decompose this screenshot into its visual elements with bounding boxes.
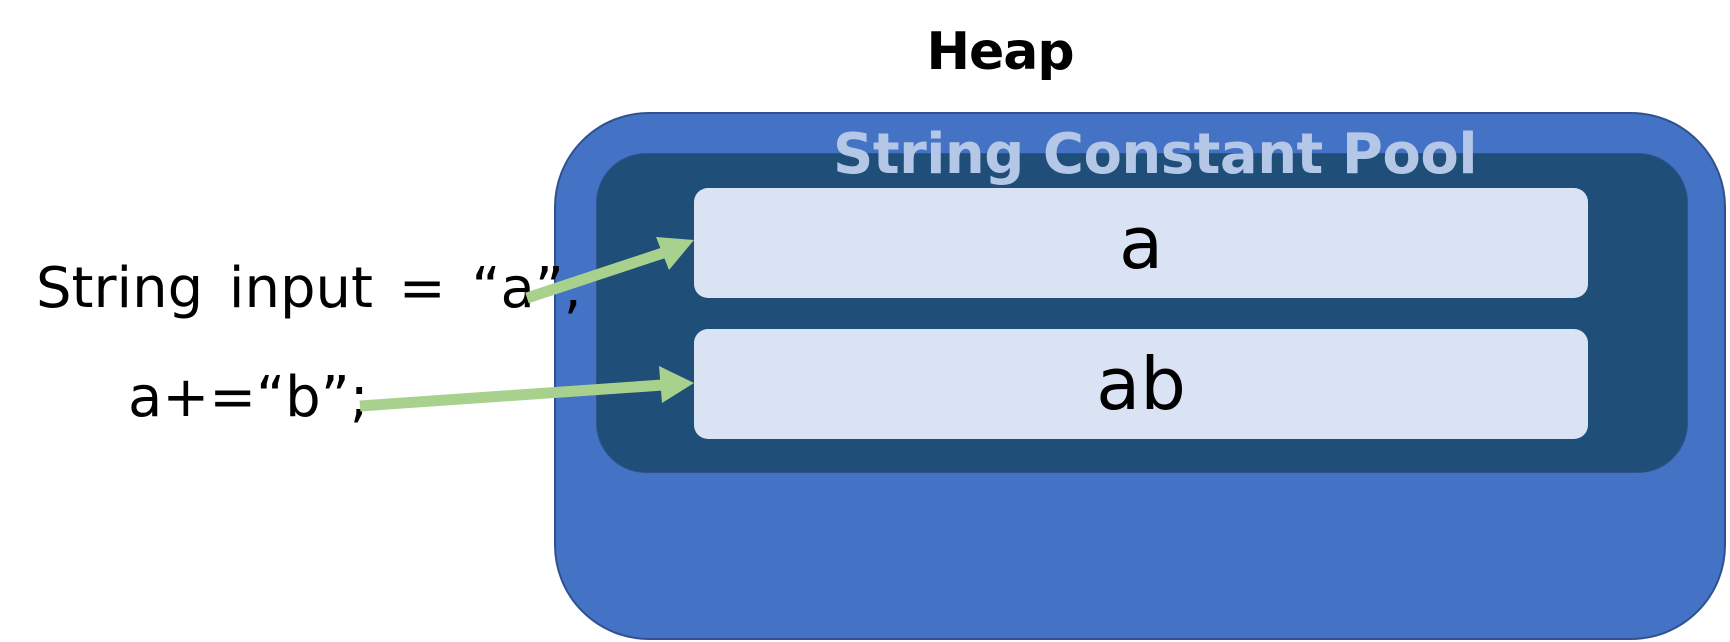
pool-entry-ab-value: ab <box>1096 342 1186 426</box>
code-statement-concatenation: a+=“b”; <box>128 365 369 430</box>
code-statement-declaration: String input = “a”; <box>36 256 583 321</box>
pool-entry-ab: ab <box>694 329 1588 439</box>
pool-entry-a-value: a <box>1118 201 1164 285</box>
string-constant-pool-title: String Constant Pool <box>833 122 1478 187</box>
pool-entry-a: a <box>694 188 1588 298</box>
heap-title: Heap <box>926 22 1074 82</box>
